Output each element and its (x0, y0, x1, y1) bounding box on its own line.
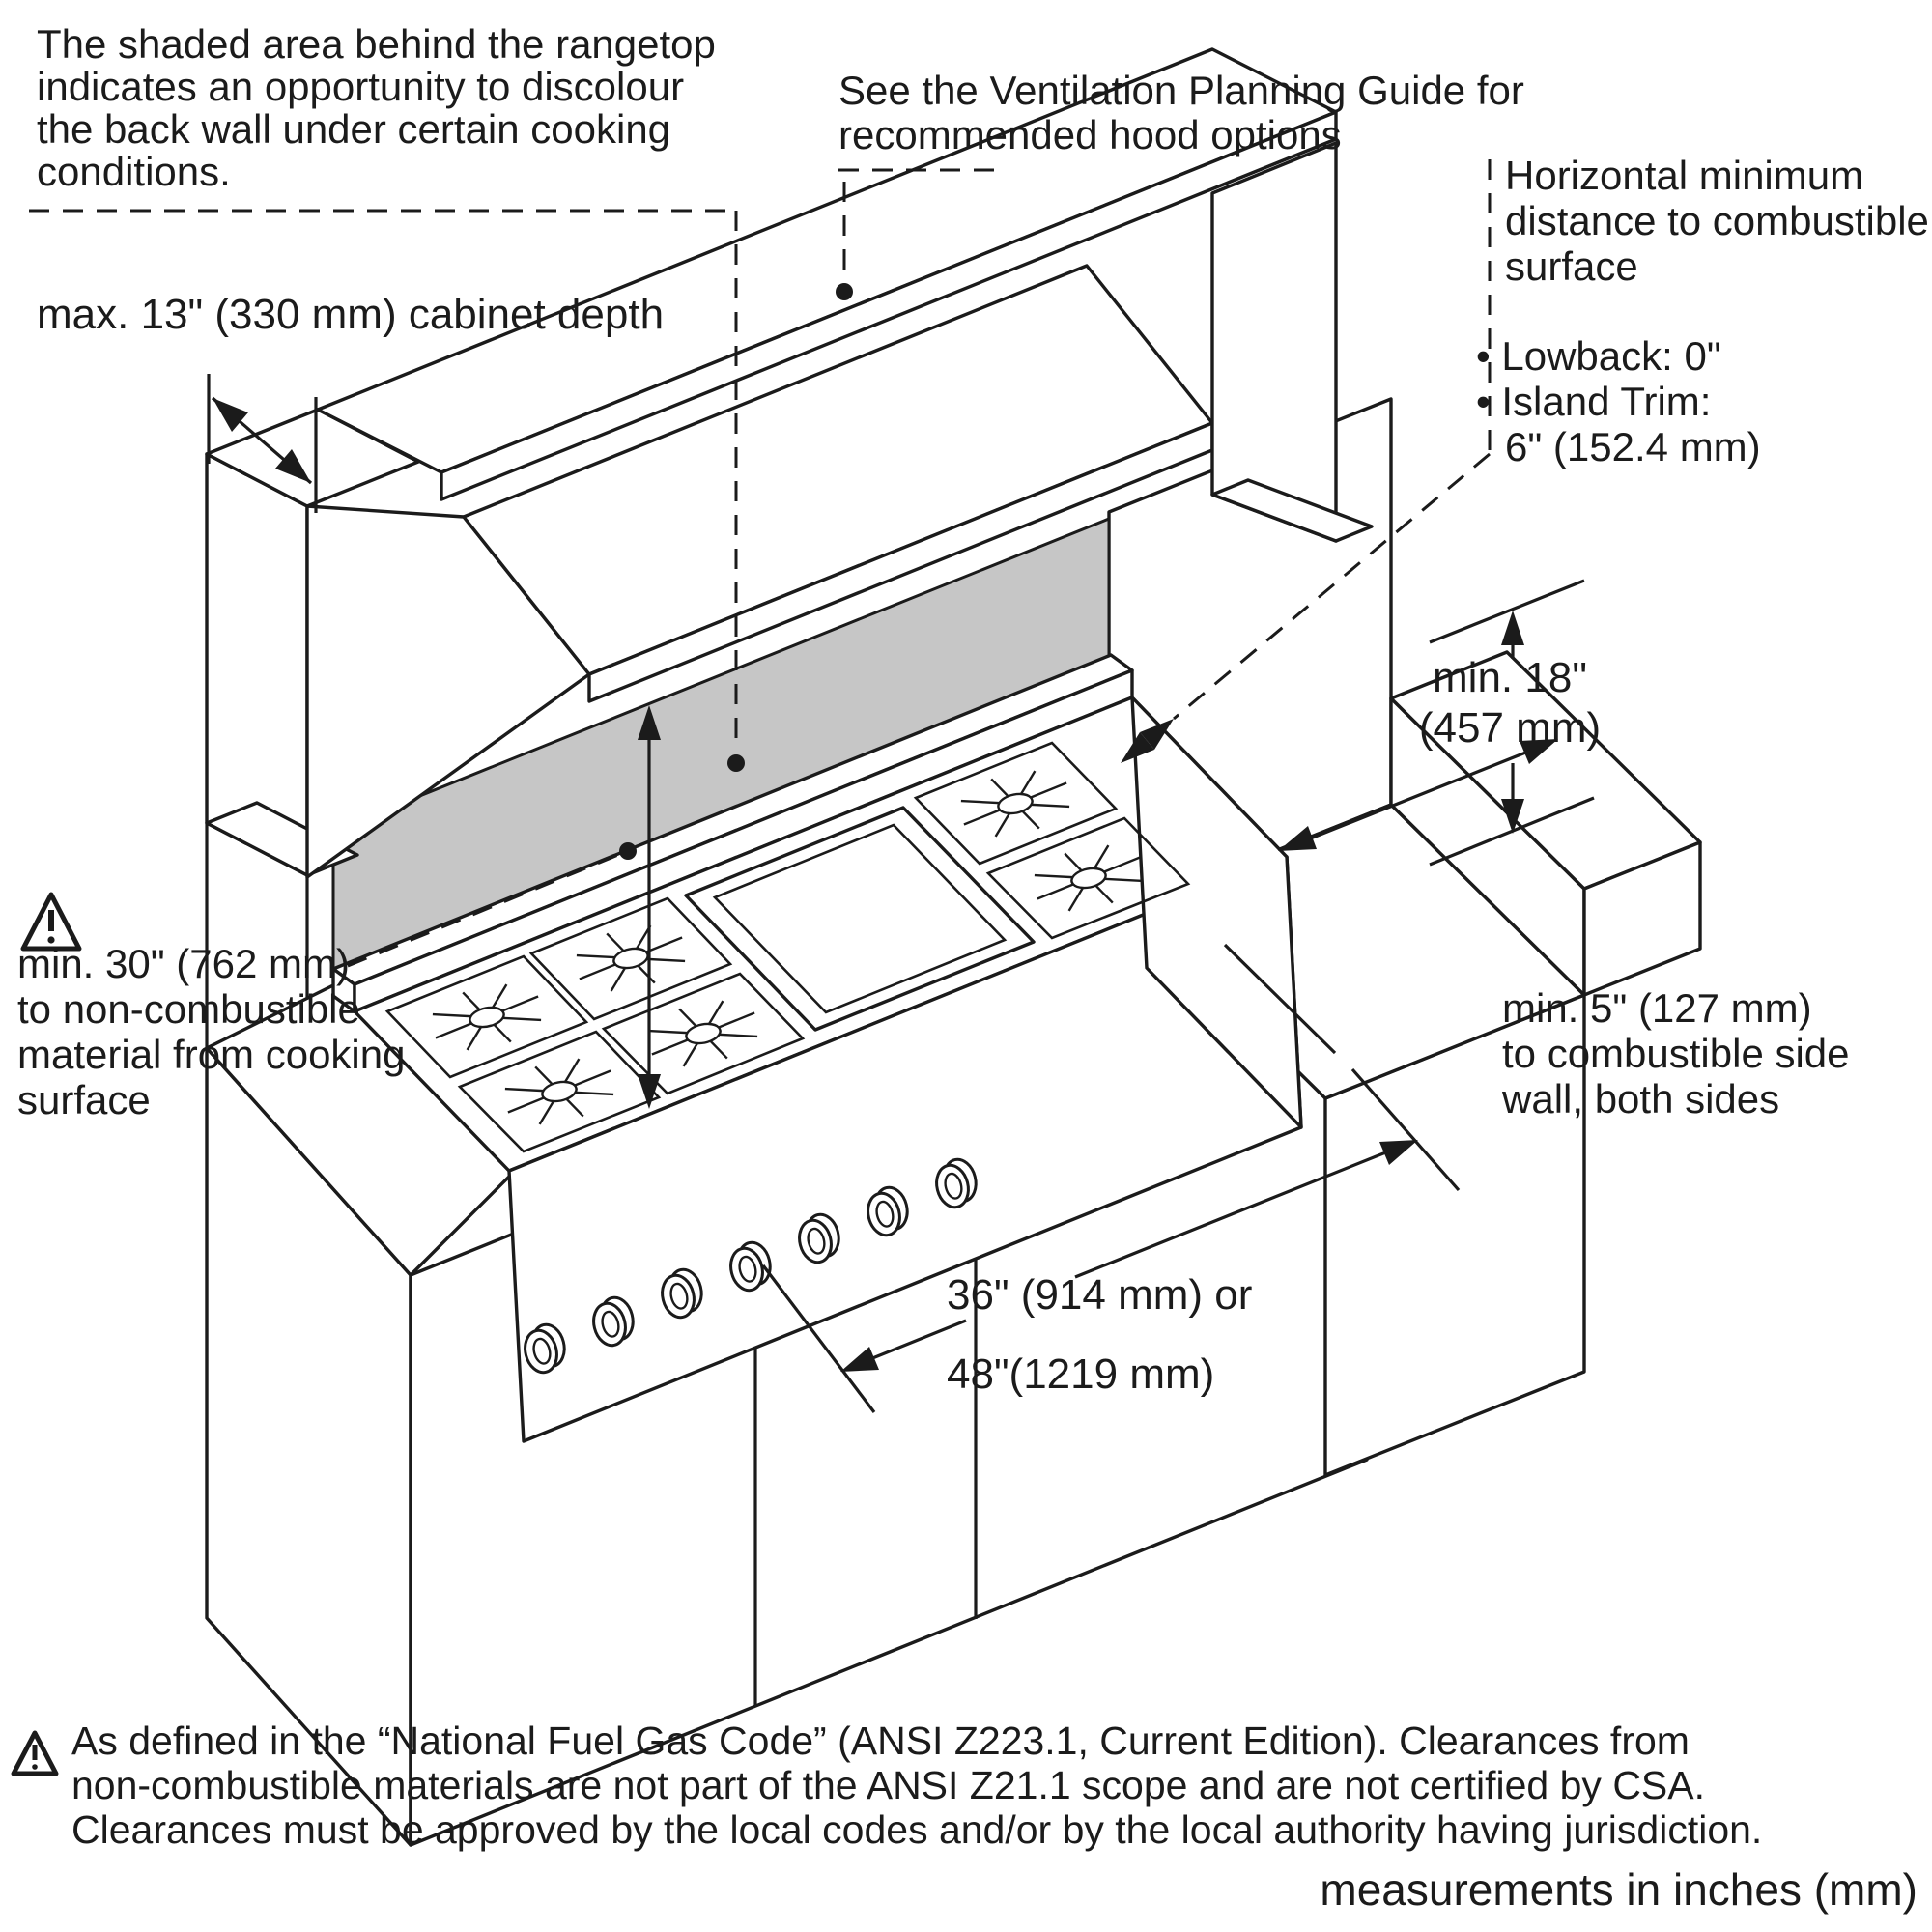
dimension-min5 (1223, 739, 1558, 1055)
dimension-width-36-48 (761, 1067, 1461, 1413)
note-ventilation: See the Ventilation Planning Guide for r… (838, 68, 1524, 157)
dim-text: min. 18" (1433, 654, 1587, 701)
dim-text: to non-combustible (17, 986, 360, 1032)
hood-canopy-front-band (440, 110, 1338, 501)
dim-text: 48"(1219 mm) (947, 1350, 1214, 1398)
note-shaded-area: The shaded area behind the rangetop indi… (37, 21, 716, 194)
label-cabinet-depth: max. 13" (330 mm) cabinet depth (37, 291, 664, 338)
label-min18: min. 18" (457 mm) (1419, 654, 1601, 752)
rangetop-right-side (1130, 696, 1303, 1129)
note-line: the back wall under certain cooking (37, 106, 670, 152)
dimension-min18 (1429, 579, 1595, 867)
bullet-island-trim: • Island Trim: (1476, 379, 1711, 424)
bullet-lowback: • Lowback: 0" (1476, 333, 1721, 379)
units-note: measurements in inches (mm) (1320, 1864, 1918, 1915)
warning-icon-footnote (11, 1730, 59, 1776)
warning-icon (20, 892, 82, 952)
note-line: distance to combustible (1505, 198, 1929, 243)
dim-text: material from cooking (17, 1032, 405, 1077)
dim-text: min. 30" (762 mm) (17, 941, 350, 986)
griddle-surface (712, 823, 1008, 1014)
note-line: The shaded area behind the rangetop (37, 21, 716, 67)
note-line: indicates an opportunity to discolour (37, 64, 684, 109)
note-line: See the Ventilation Planning Guide for (838, 68, 1524, 113)
dim-text: surface (17, 1077, 151, 1122)
right-cabinet-bottom (1210, 478, 1374, 543)
footnote-line: non-combustible materials are not part o… (71, 1763, 1705, 1807)
label-width: 36" (914 mm) or 48"(1219 mm) (947, 1271, 1252, 1398)
bullet-island-trim-value: 6" (152.4 mm) (1505, 424, 1761, 469)
note-line: recommended hood options (838, 112, 1342, 157)
dim-text: 36" (914 mm) or (947, 1271, 1252, 1319)
footnote-line: Clearances must be approved by the local… (71, 1807, 1762, 1852)
dim-text: min. 5" (127 mm) (1502, 985, 1812, 1031)
leader-ventilation (836, 168, 1005, 300)
label-min30: min. 30" (762 mm) to non-combustible mat… (17, 941, 405, 1122)
dimension-min30 (638, 705, 661, 1109)
leader-horizontal-min (1121, 159, 1492, 763)
dimension-cabinet-depth (207, 374, 318, 513)
label-min5: min. 5" (127 mm) to combustible side wal… (1501, 985, 1850, 1122)
note-line: surface (1505, 243, 1638, 289)
footnote-line: As defined in the “National Fuel Gas Cod… (71, 1719, 1690, 1763)
side-wall-outer-face (1582, 840, 1702, 997)
right-cabinet-front (1210, 141, 1338, 543)
note-line: conditions. (37, 149, 231, 194)
footnote: As defined in the “National Fuel Gas Cod… (71, 1719, 1762, 1852)
dim-text: to combustible side (1502, 1031, 1850, 1076)
note-horizontal-min: Horizontal minimum distance to combustib… (1476, 153, 1929, 469)
dim-text: wall, both sides (1501, 1076, 1779, 1122)
burner-grates (387, 743, 1188, 1151)
dim-text: (457 mm) (1419, 704, 1601, 752)
leader-shaded-area (29, 209, 745, 968)
note-line: Horizontal minimum (1505, 153, 1863, 198)
griddle (684, 806, 1036, 1032)
